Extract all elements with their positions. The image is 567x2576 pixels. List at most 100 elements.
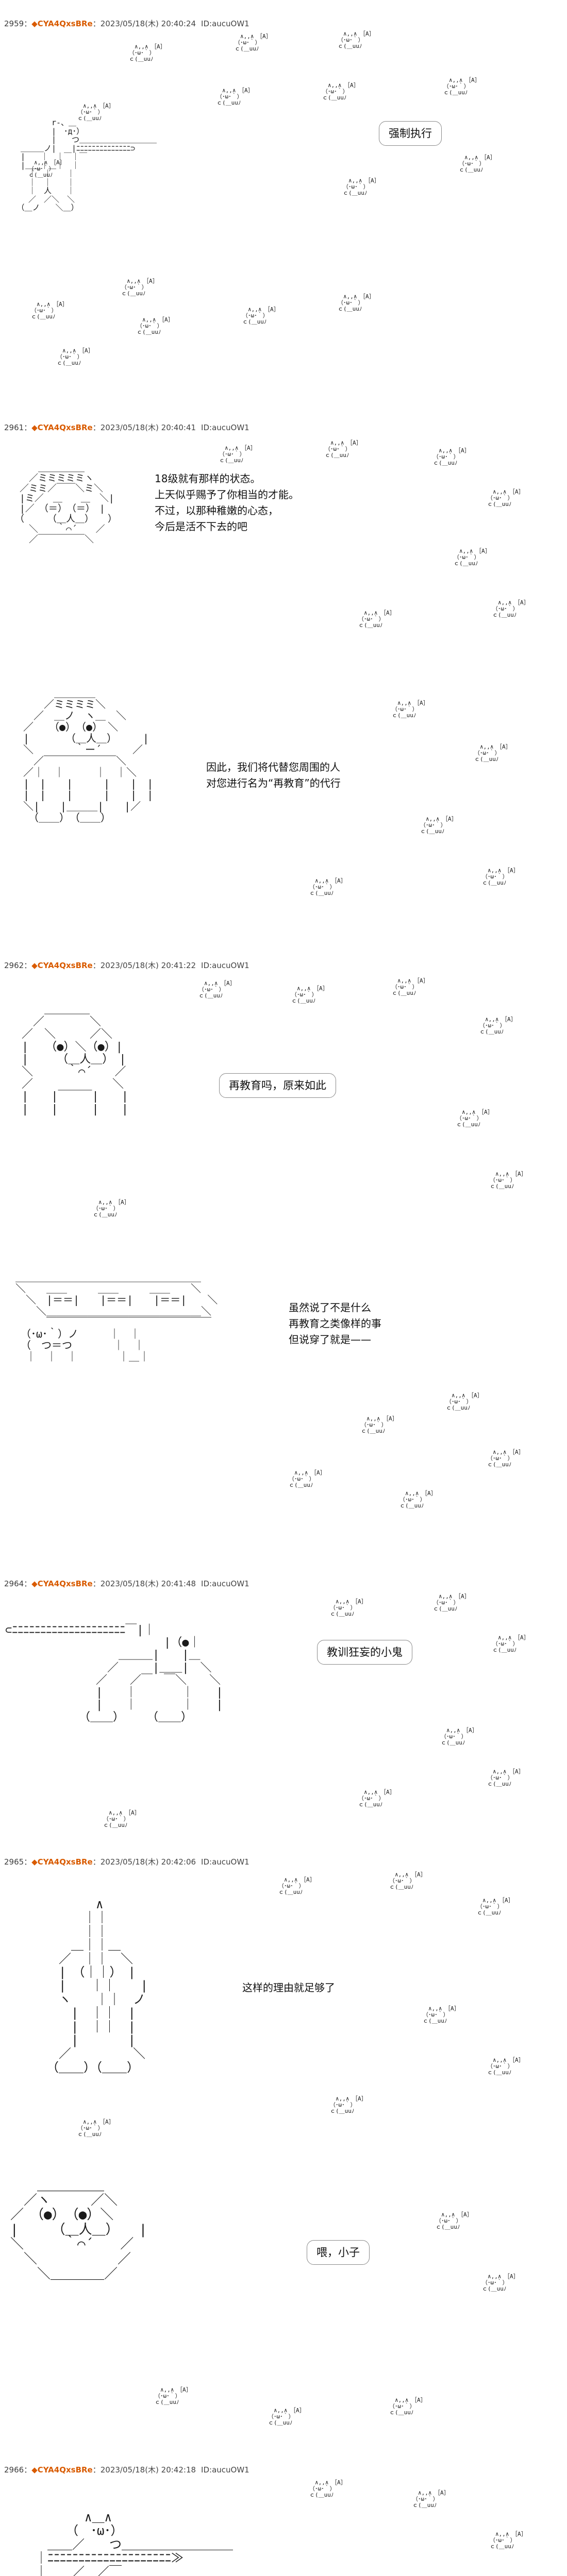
speech-bubble: 教训狂妄的小鬼 (317, 1640, 412, 1665)
critter-aa: ∧,,∧ ［A］ （･ω･｀） ｃ(＿uuﾉ (309, 2479, 346, 2498)
critter-aa: ∧,,∧ ［A］ （･ω･｀） ｃ(＿uuﾉ (325, 439, 362, 459)
critter-aa: ∧,,∧ ［A］ （･ω･｀） ｃ(＿uuﾉ (479, 1016, 516, 1035)
critter-aa: ∧,,∧ ［A］ （･ω･｀） ｃ(＿uuﾉ (358, 609, 395, 629)
critter-aa: ∧,,∧ ［A］ （･ω･｀） ｃ(＿uuﾉ (343, 177, 380, 196)
character-aa-face_grin: ＿＿＿＿＿ ／ヽ ／＼ ／ （●） （●）＼ | （＿人＿） | ＼ ｀⌒´ ／… (10, 2178, 147, 2282)
poster-name: ◆CYA4QxsBRe (31, 423, 93, 432)
post-datetime: 2023/05/18(木) 20:41:22 (100, 961, 196, 970)
critter-aa: ∧,,∧ ［A］ （･ω･｀） ｃ(＿uuﾉ (103, 1809, 140, 1828)
poster-name: ◆CYA4QxsBRe (31, 1857, 93, 1867)
post-id: ID:aucuOW1 (201, 961, 249, 970)
poster-name: ◆CYA4QxsBRe (31, 2465, 93, 2475)
critter-aa: ∧,,∧ ［A］ （･ω･｀） ｃ(＿uuﾉ (330, 1598, 367, 1617)
speech-bubble: 强制执行 (379, 121, 442, 146)
post-number: 2961 (4, 423, 24, 432)
speech-bubble: 喂，小子 (307, 2240, 370, 2265)
critter-aa: ∧,,∧ ［A］ （･ω･｀） ｃ(＿uuﾉ (77, 103, 114, 122)
critter-aa: ∧,,∧ ［A］ （･ω･｀） ｃ(＿uuﾉ (433, 1593, 470, 1612)
character-aa-gun_left: ⊂ﾆﾆﾆﾆﾆﾆﾆﾆﾆﾆﾆﾆﾆﾆﾆﾆﾆﾆﾆﾆ￣|｜ |（●｜ ＿＿＿| |＿ ／ … (5, 1624, 223, 1724)
header-separator: ： (24, 19, 32, 28)
critter-aa: ∧,,∧ ［A］ （･ω･｀） ｃ(＿uuﾉ (492, 1634, 529, 1653)
critter-aa: ∧,,∧ ［A］ （･ω･｀） ｃ(＿uuﾉ (443, 77, 480, 96)
header-separator: ： (24, 1579, 32, 1588)
critter-aa: ∧,,∧ ［A］ （･ω･｀） ｃ(＿uuﾉ (338, 293, 375, 312)
critter-aa: ∧,,∧ ［A］ （･ω･｀） ｃ(＿uuﾉ (361, 1415, 398, 1434)
critter-aa: ∧,,∧ ［A］ （･ω･｀） ｃ(＿uuﾉ (492, 599, 529, 618)
speech-bubble: 再教育吗，原来如此 (219, 1073, 336, 1098)
post-number: 2964 (4, 1579, 24, 1588)
critter-aa: ∧,,∧ ［A］ （･ω･｀） ｃ(＿uuﾉ (28, 159, 65, 178)
post-datetime: 2023/05/18(木) 20:42:06 (100, 1857, 196, 1867)
critter-aa: ∧,,∧ ［A］ （･ω･｀） ｃ(＿uuﾉ (420, 816, 457, 835)
character-aa-face_glasses: ＿＿＿＿＿ ／ミミミミミヽ ／ミミ／￣￣＼ミ＼ |ミ／ ＿ ＿ ＼| |／ （＝… (19, 463, 117, 545)
critter-aa: ∧,,∧ ［A］ （･ω･｀） ｃ(＿uuﾉ (137, 316, 174, 335)
critter-aa: ∧,,∧ ［A］ （･ω･｀） ｃ(＿uuﾉ (268, 2407, 305, 2426)
post-id: ID:aucuOW1 (201, 2465, 249, 2475)
critter-aa: ∧,,∧ ［A］ （･ω･｀） ｃ(＿uuﾉ (490, 2531, 527, 2550)
critter-aa: ∧,,∧ ［A］ （･ω･｀） ｃ(＿uuﾉ (487, 2057, 524, 2076)
critter-aa: ∧,,∧ ［A］ （･ω･｀） ｃ(＿uuﾉ (278, 1876, 315, 1895)
character-aa-scarred_man: ＿＿＿＿ ／ ＼ ／ ＼ ／＼ | （●）＼（●）| | （＿人＿） | ＼ ｀… (22, 1003, 128, 1116)
character-aa-sniper_right: r‐、＿ | ･д･） | つ＿＿＿＿＿＿＿＿＿＿ ＿＿＿ノ| |ﾆﾆﾆﾆﾆﾆﾆ… (21, 118, 157, 212)
critter-aa: ∧,,∧ ［A］ （･ω･｀） ｃ(＿uuﾉ (389, 1871, 426, 1890)
critter-aa: ∧,,∧ ［A］ （･ω･｀） ｃ(＿uuﾉ (423, 2005, 460, 2024)
poster-name: ◆CYA4QxsBRe (31, 19, 93, 28)
critter-aa: ∧,,∧ ［A］ （･ω･｀） ｃ(＿uuﾉ (487, 1768, 524, 1787)
character-aa-desk_scene: ＿＿＿＿＿＿＿＿＿＿＿＿＿＿＿＿＿＿ ＼ ＿＿ ＿＿ ＿＿ ＼ ＼ |＝＝| |… (15, 1271, 218, 1363)
critter-aa: ∧,,∧ ［A］ （･ω･｀） ｃ(＿uuﾉ (155, 2386, 192, 2405)
post-datetime: 2023/05/18(木) 20:41:48 (100, 1579, 196, 1588)
character-aa-standing_sword: ∧ ｜｜ ｜｜ ＿｜｜＿ ／ ｜｜ ＼ | （｜｜） | | ｜｜ | ヽ ｜｜… (46, 1897, 148, 2075)
critter-aa: ∧,,∧ ［A］ （･ω･｀） ｃ(＿uuﾉ (482, 2273, 519, 2292)
critter-aa: ∧,,∧ ［A］ （･ω･｀） ｃ(＿uuﾉ (358, 1789, 395, 1808)
critter-aa: ∧,,∧ ［A］ （･ω･｀） ｃ(＿uuﾉ (441, 1727, 478, 1746)
header-separator: ： (92, 961, 101, 970)
critter-aa: ∧,,∧ ［A］ （･ω･｀） ｃ(＿uuﾉ (330, 2095, 367, 2114)
post-id: ID:aucuOW1 (201, 19, 249, 28)
critter-aa: ∧,,∧ ［A］ （･ω･｀） ｃ(＿uuﾉ (338, 30, 375, 49)
header-separator: ： (92, 1579, 101, 1588)
header-separator: ： (24, 423, 32, 432)
header-separator: ： (24, 961, 32, 970)
post-id: ID:aucuOW1 (201, 1857, 249, 1867)
critter-aa: ∧,,∧ ［A］ （･ω･｀） ｃ(＿uuﾉ (433, 447, 470, 466)
critter-aa: ∧,,∧ ［A］ （･ω･｀） ｃ(＿uuﾉ (487, 1449, 524, 1468)
critter-aa: ∧,,∧ ［A］ （･ω･｀） ｃ(＿uuﾉ (322, 82, 359, 101)
critter-aa: ∧,,∧ ［A］ （･ω･｀） ｃ(＿uuﾉ (392, 977, 429, 996)
character-aa-rifle_brace: ∧＿∧ （ ･ω･） ＿＿／ つ＿＿＿＿＿＿＿＿＿ ｜ﾆﾆﾆﾆﾆﾆﾆﾆﾆﾆﾆﾆﾆ… (35, 2510, 233, 2576)
dialogue-text: 虽然说了不是什么 再教育之类像样的事 但说穿了就是—— (289, 1301, 381, 1346)
critter-aa: ∧,,∧ ［A］ （･ω･｀） ｃ(＿uuﾉ (31, 301, 68, 320)
post-datetime: 2023/05/18(木) 20:40:41 (100, 423, 196, 432)
critter-aa: ∧,,∧ ［A］ （･ω･｀） ｃ(＿uuﾉ (456, 1109, 493, 1128)
critter-aa: ∧,,∧ ［A］ （･ω･｀） ｃ(＿uuﾉ (216, 87, 254, 106)
post-datetime: 2023/05/18(木) 20:42:18 (100, 2465, 196, 2475)
critter-aa: ∧,,∧ ［A］ （･ω･｀） ｃ(＿uuﾉ (77, 2119, 114, 2138)
post-id: ID:aucuOW1 (201, 1579, 249, 1588)
critter-aa: ∧,,∧ ［A］ （･ω･｀） ｃ(＿uuﾉ (198, 980, 236, 999)
critter-aa: ∧,,∧ ［A］ （･ω･｀） ｃ(＿uuﾉ (436, 2211, 473, 2230)
post-datetime: 2023/05/18(木) 20:40:24 (100, 19, 196, 28)
critter-aa: ∧,,∧ ［A］ （･ω･｀） ｃ(＿uuﾉ (474, 743, 511, 762)
critter-aa: ∧,,∧ ［A］ （･ω･｀） ｃ(＿uuﾉ (459, 154, 496, 173)
critter-aa: ∧,,∧ ［A］ （･ω･｀） ｃ(＿uuﾉ (392, 700, 429, 719)
post-id: ID:aucuOW1 (201, 423, 249, 432)
critter-aa: ∧,,∧ ［A］ （･ω･｀） ｃ(＿uuﾉ (482, 867, 519, 886)
header-separator: ： (24, 2465, 32, 2475)
critter-aa: ∧,,∧ ［A］ （･ω･｀） ｃ(＿uuﾉ (129, 43, 166, 62)
critter-aa: ∧,,∧ ［A］ （･ω･｀） ｃ(＿uuﾉ (389, 2397, 426, 2416)
post-number: 2965 (4, 1857, 24, 1867)
header-separator: ： (92, 1857, 101, 1867)
critter-aa: ∧,,∧ ［A］ （･ω･｀） ｃ(＿uuﾉ (399, 1490, 437, 1509)
critter-aa: ∧,,∧ ［A］ （･ω･｀） ｃ(＿uuﾉ (477, 1897, 514, 1916)
critter-aa: ∧,,∧ ［A］ （･ω･｀） ｃ(＿uuﾉ (219, 445, 256, 464)
